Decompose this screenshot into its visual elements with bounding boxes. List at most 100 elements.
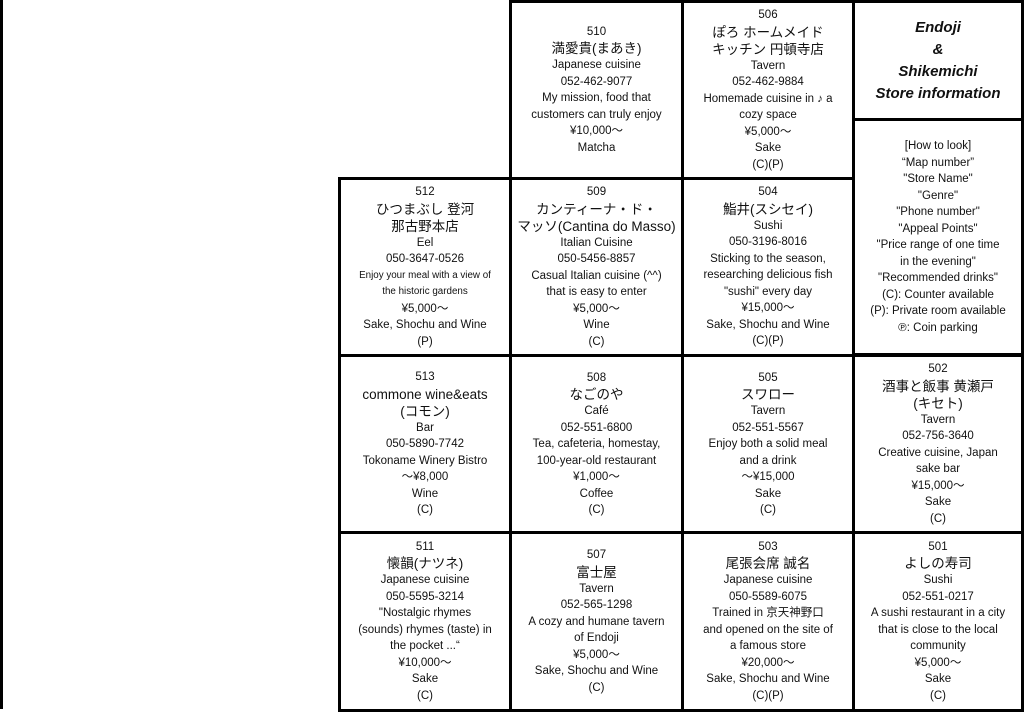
store-number: 513 <box>415 371 435 384</box>
store-appeal: the historic gardens <box>382 286 468 297</box>
store-price: ¥5,000～ <box>573 302 620 315</box>
store-facilities: (P) <box>417 335 433 348</box>
store-drinks: Sake <box>754 142 782 154</box>
store-appeal: 100-year-old restaurant <box>536 454 657 467</box>
store-name: 富士屋 <box>576 564 617 580</box>
store-genre: Tavern <box>579 582 614 595</box>
store-phone: 050-5595-3214 <box>385 590 464 603</box>
store-price: ～¥8,000 <box>401 471 449 484</box>
store-appeal: and a drink <box>739 454 797 467</box>
store-appeal: that is close to the local <box>878 623 998 636</box>
store-phone: 052-756-3640 <box>902 430 974 442</box>
store-name: commone wine&eats <box>362 386 488 402</box>
store-name: 満愛貴(まあき) <box>551 41 642 57</box>
store-appeal: "sushi" every day <box>723 285 813 298</box>
store-number: 511 <box>415 540 435 553</box>
store-number: 512 <box>415 186 435 198</box>
legend-line: "Appeal Points" <box>898 222 978 235</box>
store-facilities: (C) <box>588 681 605 694</box>
legend-line: (P): Private room available <box>870 305 1006 317</box>
store-appeal: sake bar <box>915 463 961 475</box>
store-drinks: Sake, Shochu and Wine <box>363 319 487 331</box>
legend-line: "Genre" <box>917 189 959 202</box>
legend-line: (C): Counter available <box>882 288 994 301</box>
store-drinks: Sake, Shochu and Wine <box>534 665 659 677</box>
store-appeal: a famous store <box>729 640 807 653</box>
store-genre: Sushi <box>923 574 953 587</box>
store-name: ひつまぶし 登河 <box>375 201 475 217</box>
store-phone: 050-5589-6075 <box>728 590 807 603</box>
legend-line: in the evening" <box>900 255 976 268</box>
store-genre: Tavern <box>750 59 786 72</box>
store-facilities: (C) <box>760 504 776 516</box>
legend-line: “Map number” <box>901 156 975 169</box>
store-appeal: A cozy and humane tavern <box>528 615 665 628</box>
legend-line: "Store Name" <box>903 173 973 185</box>
store-appeal: Tea, cafeteria, homestay, <box>532 438 661 450</box>
title-line: Store information <box>875 84 1001 102</box>
store-name: 酒事と飯事 黄瀬戸 <box>882 378 994 394</box>
title-line: & <box>932 40 944 58</box>
store-genre: Tavern <box>920 413 956 426</box>
store-price: ¥5,000～ <box>914 656 962 669</box>
store-facilities: (C) <box>588 504 605 516</box>
legend-line: ℗: Coin parking <box>898 321 978 334</box>
store-appeal: Trained in 京天神野口 <box>712 607 824 620</box>
store-genre: Japanese cuisine <box>380 574 470 587</box>
store-genre: Japanese cuisine <box>723 574 813 587</box>
store-appeal: customers can truly enjoy <box>531 108 662 121</box>
store-appeal: Homemade cuisine in ♪ a <box>703 92 833 105</box>
store-phone: 050-3647-0526 <box>385 253 464 265</box>
legend-line: "Price range of one time <box>876 239 1000 251</box>
store-name: 懐韻(ナツネ) <box>386 556 464 572</box>
store-price: ¥1,000～ <box>573 471 620 483</box>
store-price: ¥10,000～ <box>398 656 452 669</box>
store-phone: 052-462-9077 <box>560 75 633 88</box>
store-price: ¥5,000～ <box>573 648 620 661</box>
store-drinks: Wine <box>411 487 439 500</box>
store-facilities: (C) <box>588 335 605 348</box>
store-price: ¥15,000～ <box>741 302 795 315</box>
store-name: よしの寿司 <box>904 556 972 572</box>
store-appeal: cozy space <box>739 109 797 121</box>
store-appeal: the pocket ...“ <box>390 640 460 653</box>
store-name: (キセト) <box>913 395 963 411</box>
store-name: キッチン 円頓寺店 <box>712 41 824 57</box>
store-genre: Bar <box>416 421 434 434</box>
store-facilities: (C)(P) <box>752 689 784 702</box>
store-price: ¥5,000～ <box>744 125 792 138</box>
store-appeal: community <box>910 640 966 653</box>
store-appeal: researching delicious fish <box>703 269 833 282</box>
store-phone: 052-551-5567 <box>732 421 804 434</box>
store-facilities: (C) <box>930 689 946 702</box>
legend-line: [How to look] <box>904 140 972 152</box>
store-drinks: Sake <box>924 496 952 508</box>
store-appeal: Enjoy your meal with a view of <box>359 269 491 281</box>
store-drinks: Coffee <box>579 487 614 500</box>
store-appeal: Tokoname Winery Bistro <box>362 454 488 467</box>
store-name: カンティーナ・ド・ <box>536 201 657 217</box>
store-price: ¥15,000～ <box>911 479 965 492</box>
store-price: ¥5,000～ <box>401 302 449 315</box>
store-price: ～¥15,000 <box>741 471 795 483</box>
store-appeal: A sushi restaurant in a city <box>870 607 1006 620</box>
store-drinks: Sake, Shochu and Wine <box>706 673 830 686</box>
store-genre: Italian Cuisine <box>560 236 633 249</box>
title-line: Endoji <box>915 18 961 36</box>
legend-line: "Phone number" <box>896 206 980 218</box>
store-phone: 052-462-9884 <box>732 76 804 88</box>
store-facilities: (C) <box>417 689 433 702</box>
store-phone: 052-551-6800 <box>560 421 633 434</box>
store-appeal: (sounds) rhymes (taste) in <box>358 623 492 636</box>
store-phone: 050-5456-8857 <box>557 253 636 265</box>
store-facilities: (C)(P) <box>752 158 784 171</box>
store-appeal: of Endoji <box>574 632 619 644</box>
store-drinks: Sake, Shochu and Wine <box>706 318 830 331</box>
store-name: ぽろ ホームメイド <box>712 24 824 40</box>
store-drinks: Sake <box>411 673 439 686</box>
